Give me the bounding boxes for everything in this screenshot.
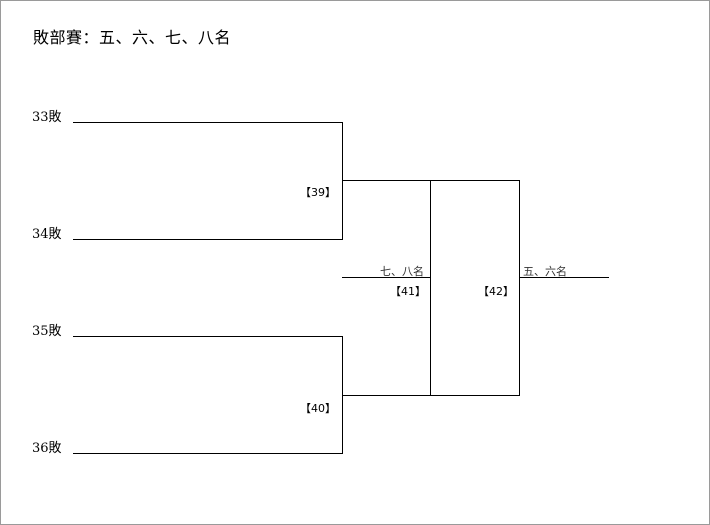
match-label-39: 【39】 xyxy=(300,186,336,199)
team-label-34: 34敗 xyxy=(32,227,62,242)
match-label-42: 【42】 xyxy=(478,285,514,298)
page-title: 敗部賽：五、六、七、八名 xyxy=(33,28,232,47)
team-label-35: 35敗 xyxy=(32,324,62,339)
match-label-41: 【41】 xyxy=(390,285,426,298)
team-label-33: 33敗 xyxy=(32,110,62,125)
match-label-40: 【40】 xyxy=(300,402,336,415)
place-label-seventh-eighth: 七、八名 xyxy=(380,265,424,278)
team-label-36: 36敗 xyxy=(32,441,62,456)
place-label-fifth-sixth: 五、六名 xyxy=(523,265,567,278)
